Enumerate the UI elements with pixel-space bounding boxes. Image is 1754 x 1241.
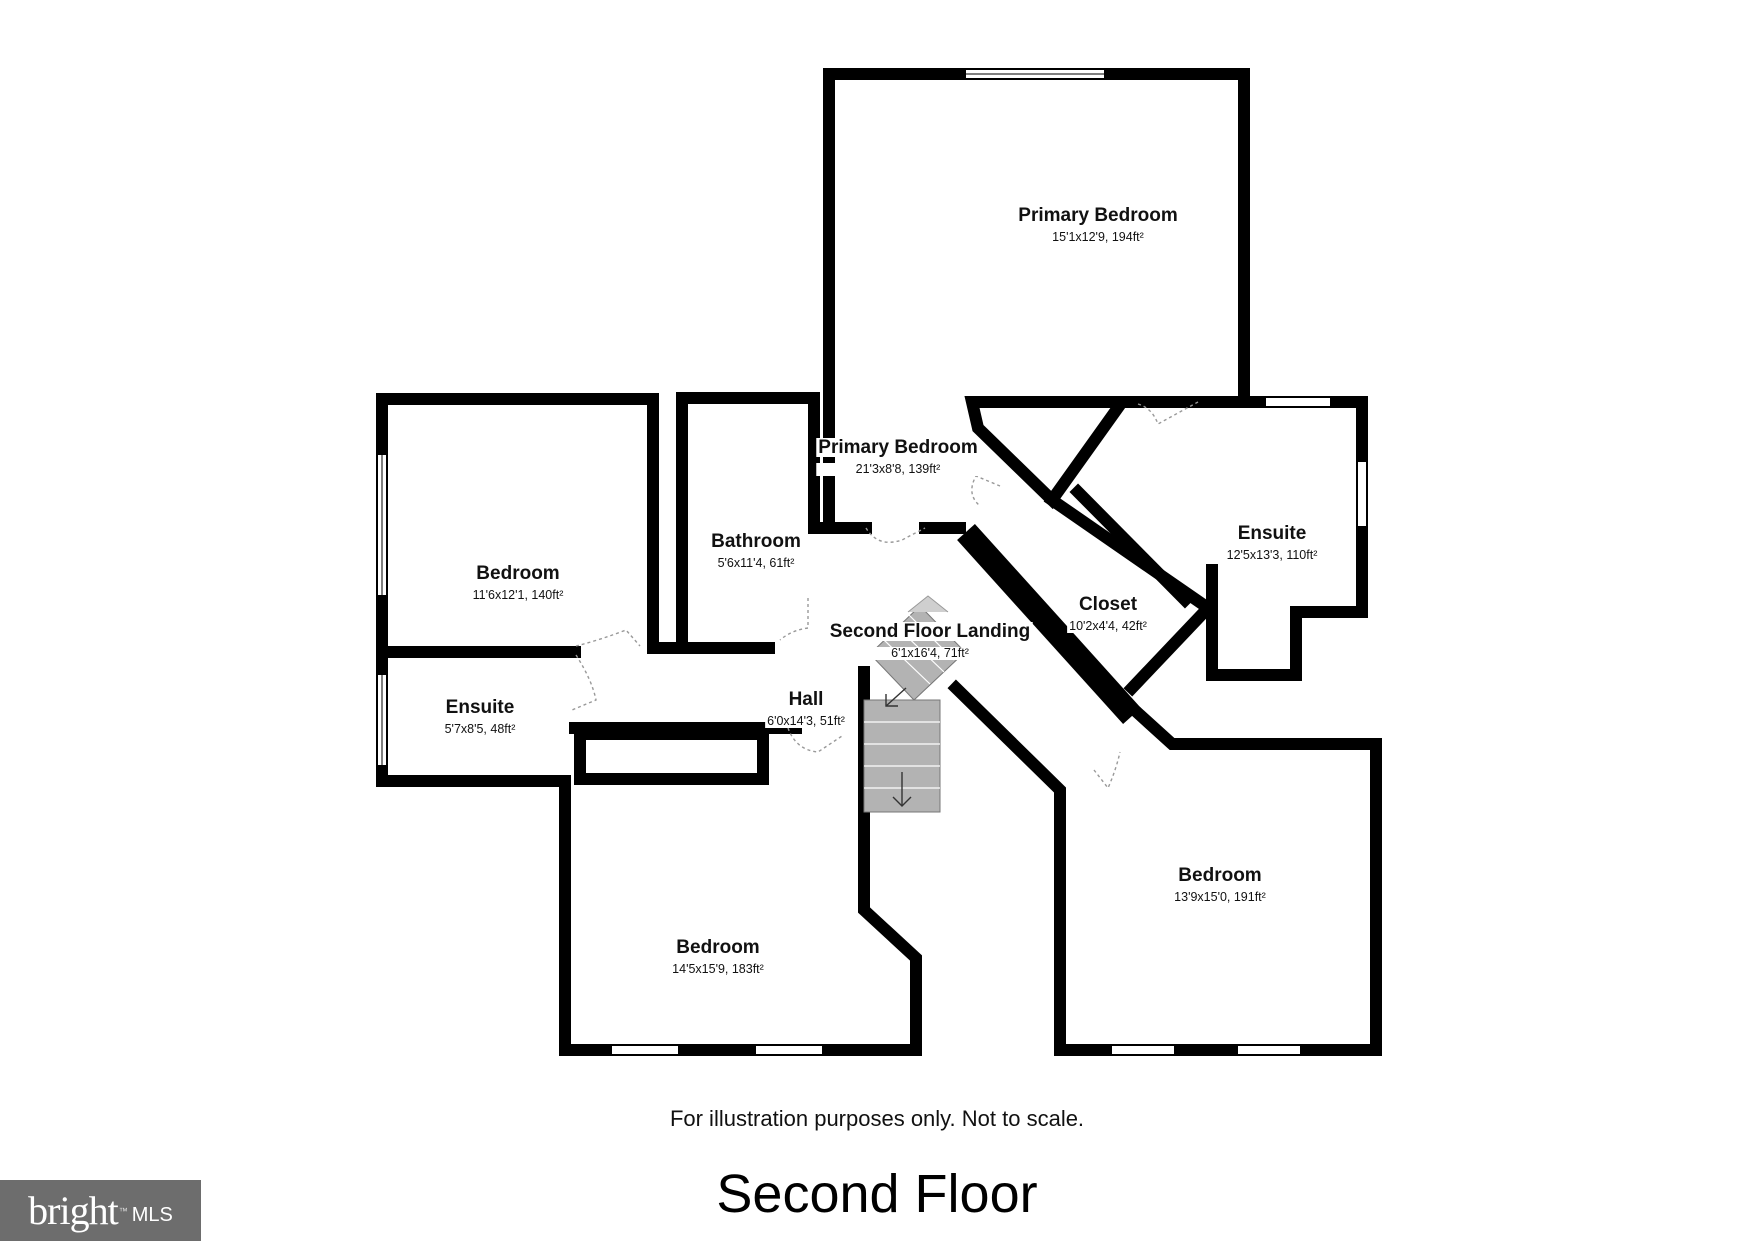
doors bbox=[571, 401, 1199, 790]
disclaimer: For illustration purposes only. Not to s… bbox=[669, 1106, 1085, 1131]
wall-hall-south-inner bbox=[574, 728, 769, 785]
room-dims: 12'5x13'3, 110ft² bbox=[1224, 548, 1320, 562]
room-name: Hall bbox=[765, 690, 847, 709]
room-primary-bedroom-annex: Primary Bedroom 21'3x8'8, 139ft² bbox=[816, 437, 980, 476]
wall-closet-outer bbox=[1043, 491, 1218, 697]
wall-primary-ensuite bbox=[1124, 396, 1368, 681]
room-name: Bedroom bbox=[470, 564, 566, 583]
room-name: Primary Bedroom bbox=[816, 437, 980, 458]
wall-bathroom-left bbox=[676, 392, 775, 654]
floor-title: Second Floor bbox=[716, 1164, 1038, 1224]
room-dims: 5'7x8'5, 48ft² bbox=[442, 722, 518, 736]
room-name: Bedroom bbox=[1172, 866, 1268, 885]
room-dims: 6'0x14'3, 51ft² bbox=[765, 714, 847, 728]
room-bedroom-west: Bedroom 11'6x12'1, 140ft² bbox=[470, 564, 566, 602]
room-hall: Hall 6'0x14'3, 51ft² bbox=[765, 690, 847, 728]
trademark-icon: ™ bbox=[118, 1205, 128, 1216]
room-primary-bedroom-main: Primary Bedroom 15'1x12'9, 194ft² bbox=[1016, 205, 1180, 244]
wall-closet-inner bbox=[1069, 483, 1194, 609]
arrow-diag-icon bbox=[885, 687, 907, 707]
wall-bedroom-south bbox=[559, 694, 922, 1056]
logo-suffix: MLS bbox=[131, 1204, 173, 1226]
wall-bathroom bbox=[676, 392, 835, 534]
window-lines bbox=[381, 73, 1104, 765]
room-dims: 10'2x4'4, 42ft² bbox=[1067, 619, 1149, 633]
wall-diagonal bbox=[957, 523, 1141, 725]
room-name: Second Floor Landing bbox=[827, 621, 1033, 642]
room-name: Ensuite bbox=[1224, 524, 1320, 543]
room-dims: 15'1x12'9, 194ft² bbox=[1016, 231, 1180, 244]
room-ensuite-primary: Ensuite 12'5x13'3, 110ft² bbox=[1224, 524, 1320, 562]
room-name: Closet bbox=[1067, 595, 1149, 614]
room-bathroom: Bathroom 5'6x11'4, 61ft² bbox=[709, 532, 803, 570]
room-bedroom-south: Bedroom 14'5x15'9, 183ft² bbox=[670, 938, 766, 976]
room-bedroom-east: Bedroom 13'9x15'0, 191ft² bbox=[1172, 866, 1268, 904]
room-dims: 14'5x15'9, 183ft² bbox=[670, 962, 766, 976]
room-closet: Closet 10'2x4'4, 42ft² bbox=[1067, 595, 1149, 633]
wall-bedroom-east bbox=[947, 679, 1382, 1056]
room-name: Bathroom bbox=[709, 531, 803, 552]
logo-word: bright bbox=[28, 1188, 119, 1233]
room-name: Primary Bedroom bbox=[1016, 205, 1180, 226]
room-dims: 21'3x8'8, 139ft² bbox=[816, 463, 980, 476]
room-name: Ensuite bbox=[442, 698, 518, 717]
arrow-down-icon bbox=[892, 772, 912, 807]
room-dims: 13'9x15'0, 191ft² bbox=[1172, 890, 1268, 904]
room-second-floor-landing: Second Floor Landing 6'1x16'4, 71ft² bbox=[827, 621, 1033, 660]
walls bbox=[376, 68, 1382, 1056]
room-dims: 6'1x16'4, 71ft² bbox=[827, 647, 1033, 660]
wall-triangle-nook bbox=[964, 396, 1134, 510]
room-dims: 11'6x12'1, 140ft² bbox=[470, 588, 566, 602]
room-ensuite-west: Ensuite 5'7x8'5, 48ft² bbox=[442, 698, 518, 736]
wall-bedroom-west bbox=[376, 393, 659, 654]
room-name: Bedroom bbox=[670, 938, 766, 957]
room-dims: 5'6x11'4, 61ft² bbox=[709, 557, 803, 570]
